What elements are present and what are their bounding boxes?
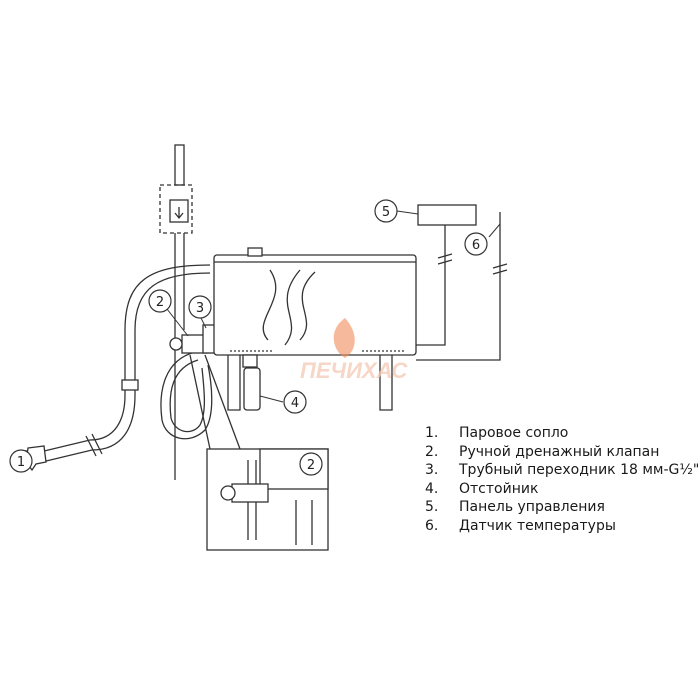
left-mounting-leg: [227, 355, 241, 411]
generator-swoosh-2: [284, 269, 301, 346]
leader-6: [488, 223, 501, 238]
pipe-adapter: [202, 324, 216, 354]
legend-text: Датчик температуры: [459, 517, 616, 534]
callout-1-circle: [9, 449, 33, 473]
control-cable-break: [437, 253, 453, 265]
callout-4-circle: [283, 390, 307, 414]
control-panel-cable: [416, 225, 446, 346]
legend-text: Панель управления: [459, 499, 605, 516]
callout-5-label: 5: [382, 205, 390, 220]
callout-1-label: 1: [17, 455, 25, 470]
right-mounting-leg: [379, 355, 393, 411]
legend-number: 4.: [425, 480, 439, 497]
inlet-valve-box: [159, 184, 193, 234]
sensor-cable-break: [492, 263, 508, 275]
detail-valve: [231, 483, 269, 503]
inlet-arrow: [174, 207, 184, 220]
legend-number: 5.: [425, 499, 439, 516]
callout-6-circle: [464, 232, 488, 256]
steam-hose-inner: [41, 272, 211, 463]
drain-hose-inner: [169, 359, 206, 433]
generator-bottom-fitting: [242, 354, 258, 368]
sediment-pot: [243, 367, 261, 411]
legend-item: 5. Панель управления: [425, 498, 699, 517]
watermark-logo: ПЕЧИХАС: [300, 318, 408, 383]
legend-item: 3. Трубный переходник 18 мм-G½": [425, 461, 699, 480]
legend-text: Трубный переходник 18 мм-G½": [459, 462, 700, 479]
generator-swoosh-3: [299, 271, 316, 341]
legend-number: 6.: [425, 517, 439, 534]
detail-valve-knob: [220, 485, 236, 501]
legend-number: 2.: [425, 443, 439, 460]
leader-5: [396, 210, 419, 215]
callout-6-label: 6: [472, 238, 480, 253]
legend-text: Ручной дренажный клапан: [459, 443, 660, 460]
generator-top-cap: [247, 247, 263, 257]
callout-2-circle: [148, 289, 172, 313]
hose-coupling: [121, 379, 139, 391]
legend-item: 1. Паровое сопло: [425, 424, 699, 443]
legend-item: 6. Датчик температуры: [425, 517, 699, 536]
callout-5-circle: [374, 199, 398, 223]
callout-3-label: 3: [196, 301, 204, 316]
drain-valve-knob: [169, 337, 183, 351]
legend-number: 1.: [425, 425, 439, 441]
hose-break: [85, 433, 103, 457]
generator-swoosh-1: [262, 269, 277, 341]
callout-2-detail-circle: [299, 452, 323, 476]
steam-hose-outer: [39, 264, 211, 453]
drain-hose: [160, 351, 213, 440]
steam-generator-body: [213, 254, 417, 356]
callout-4-label: 4: [291, 396, 299, 411]
callout-3-circle: [188, 295, 212, 319]
watermark-text: ПЕЧИХАС: [300, 358, 408, 383]
legend-text: Отстойник: [459, 480, 539, 497]
leader-3: [200, 317, 207, 329]
callout-2-detail-label: 2: [307, 458, 315, 473]
callout-2-label: 2: [156, 295, 164, 310]
control-panel: [417, 204, 477, 226]
legend-item: 2. Ручной дренажный клапан: [425, 443, 699, 462]
parts-legend: 1. Паровое сопло 2. Ручной дренажный клапа…: [425, 424, 699, 536]
leader-4: [259, 395, 284, 403]
legend-item: 4. Отстойник: [425, 480, 699, 499]
legend-number: 3.: [425, 462, 439, 479]
detail-leg: [295, 500, 313, 545]
flame-icon: [333, 318, 355, 358]
leader-2: [166, 308, 189, 337]
temperature-sensor-cable: [416, 232, 501, 361]
detail-leader-right: [204, 354, 241, 450]
detail-leader-left: [189, 354, 211, 450]
inlet-pipe-top: [174, 144, 185, 186]
legend-text: Паровое сопло: [459, 425, 569, 441]
